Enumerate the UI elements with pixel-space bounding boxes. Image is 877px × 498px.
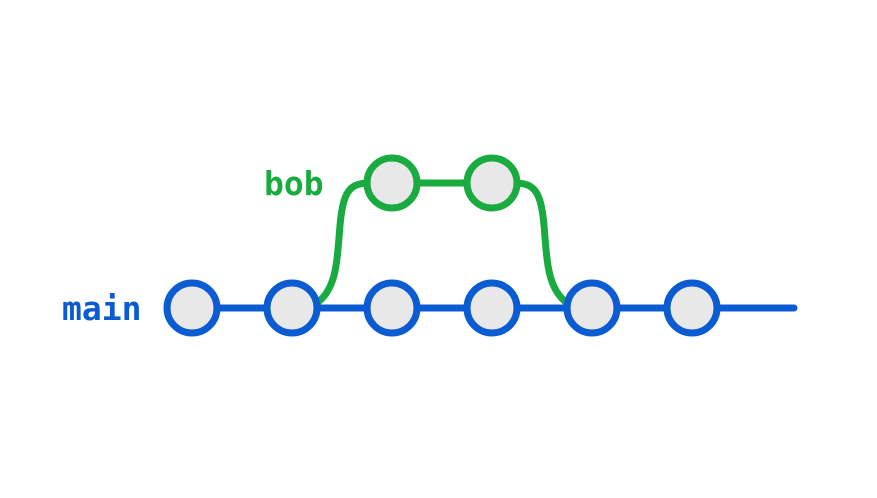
main-commit-4 <box>463 279 521 337</box>
main-commit-5 <box>563 279 621 337</box>
bob-commit-1 <box>363 154 421 212</box>
bob-commit-2 <box>463 154 521 212</box>
branch-label-bob: bob <box>264 164 324 203</box>
main-commit-6 <box>663 279 721 337</box>
branch-label-main: main <box>62 289 142 328</box>
main-commit-3 <box>363 279 421 337</box>
main-commit-1 <box>163 279 221 337</box>
bob-branch-line <box>313 179 571 307</box>
commits-layer <box>163 154 721 337</box>
main-commit-2 <box>263 279 321 337</box>
